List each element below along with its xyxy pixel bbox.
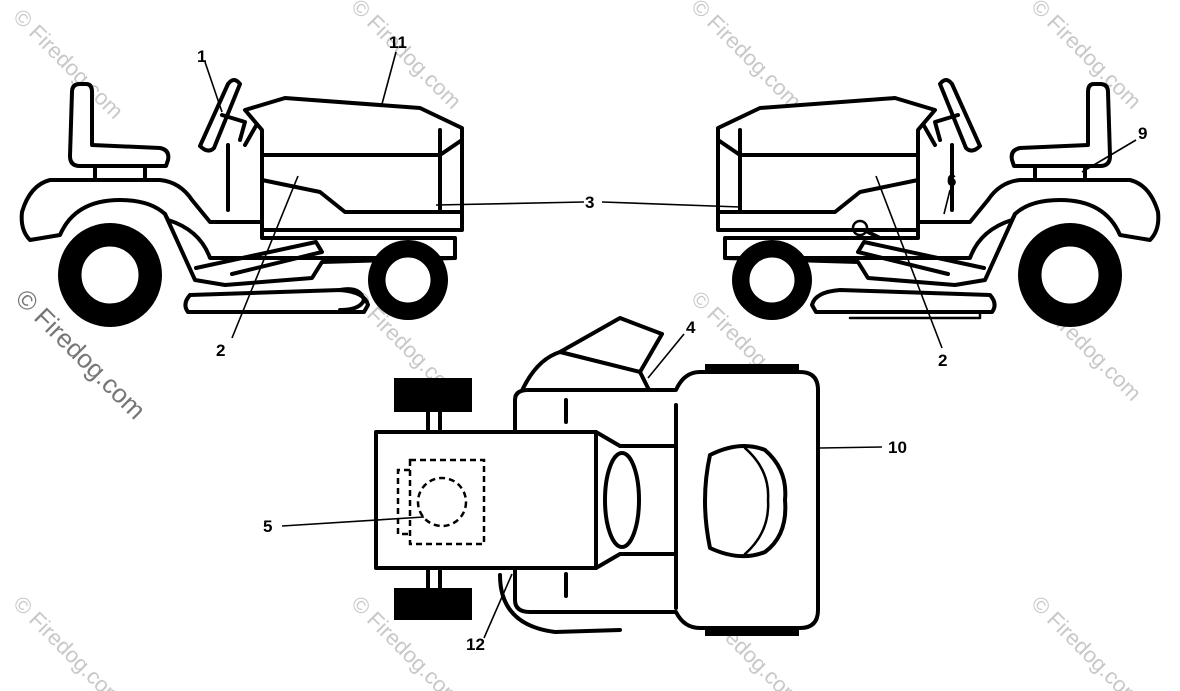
callout-4: 4 — [686, 318, 696, 337]
callout-11: 11 — [389, 33, 407, 52]
tractor-left-side-view — [19, 78, 464, 327]
watermark-3: © Firedog.com — [686, 0, 806, 114]
tractor-right-side-view — [716, 78, 1161, 327]
watermark-1: © Firedog.com — [8, 4, 128, 124]
seat — [68, 82, 171, 168]
callout-2-left: 2 — [216, 341, 225, 360]
front-right-tire — [394, 588, 472, 620]
callout-3: 3 — [585, 193, 594, 212]
callout-10: 10 — [888, 438, 907, 457]
callout-9: 9 — [1138, 124, 1147, 143]
tractor-top-view — [374, 316, 820, 636]
decal-outline — [408, 458, 486, 546]
watermark-11: © Firedog.com — [1026, 591, 1146, 691]
callout-5: 5 — [263, 517, 272, 536]
callouts: 1 11 2 2 3 4 5 6 9 10 12 — [197, 33, 1147, 654]
hood-top — [374, 430, 678, 570]
watermark-2: © Firedog.com — [346, 0, 466, 114]
mower-deck — [183, 288, 370, 314]
front-left-tire — [394, 378, 472, 412]
callout-2-right: 2 — [938, 351, 947, 370]
leader-lines — [204, 51, 1137, 639]
rear-fender — [19, 178, 457, 260]
hood — [243, 96, 464, 232]
watermark-8: © Firedog.com — [8, 591, 128, 691]
callout-12: 12 — [466, 635, 485, 654]
callout-1: 1 — [197, 47, 206, 66]
callout-6: 6 — [947, 171, 956, 190]
steering-wheel — [198, 78, 242, 153]
seat-top — [703, 444, 788, 559]
